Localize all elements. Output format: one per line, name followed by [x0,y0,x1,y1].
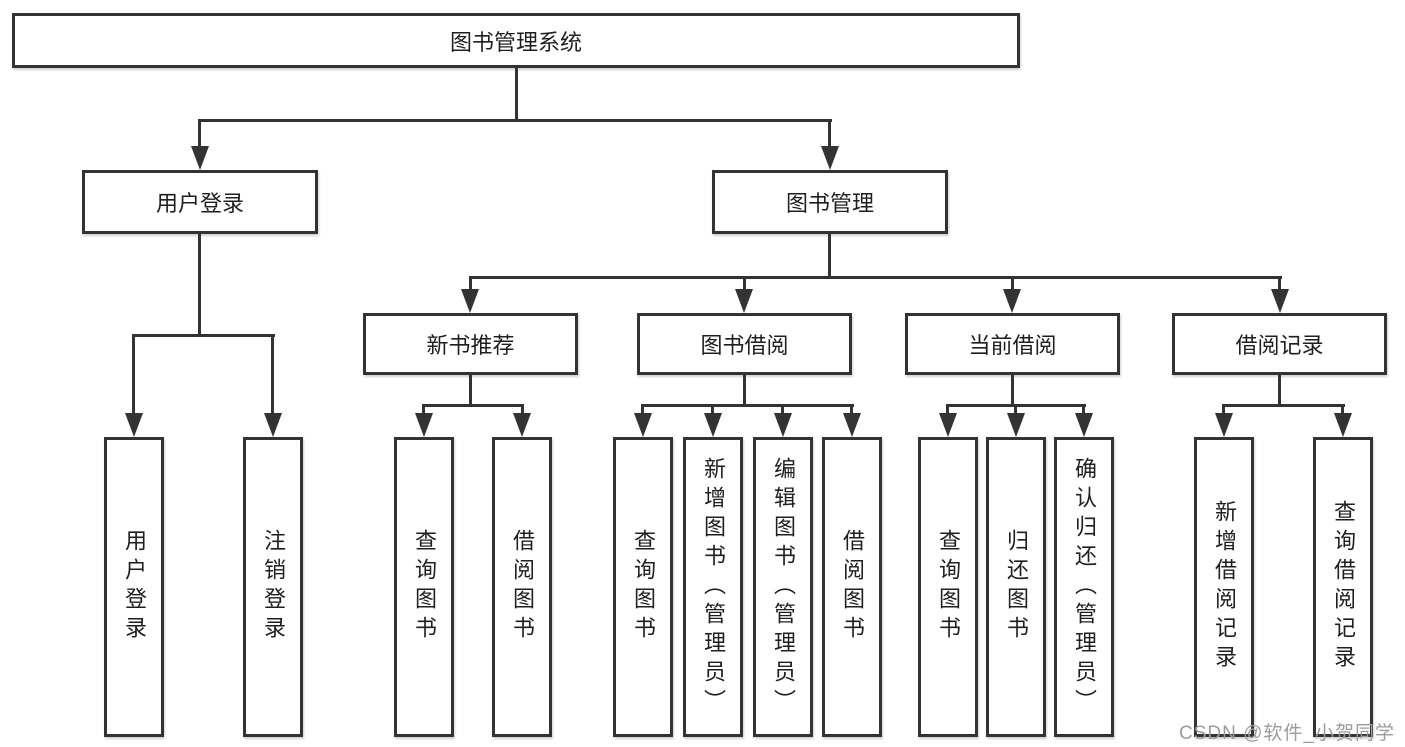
connector-line [1278,276,1281,292]
leaf-edit-book-admin: 编辑图书（管理员） [753,437,813,737]
arrowhead-down-icon [264,413,282,437]
leaf-return-book-label: 归还图书 [1004,529,1029,645]
arrowhead-down-icon [704,413,722,437]
arrowhead-down-icon [821,146,839,170]
leaf-add-borrow-record: 新增借阅记录 [1194,437,1254,737]
node-book-borrow-label: 图书借阅 [700,333,789,358]
node-book-borrow: 图书借阅 [637,313,852,375]
connector-line [641,404,854,407]
connector-line [469,276,472,292]
connector-line [850,404,853,416]
node-new-book-recommend-label: 新书推荐 [426,333,515,358]
connector-line [711,404,714,416]
leaf-borrow-books-recommend-label: 借阅图书 [510,529,535,645]
connector-line [828,119,831,150]
connector-line [641,404,644,416]
leaf-user-login-label: 用户登录 [122,529,147,645]
arrowhead-down-icon [1007,413,1025,437]
arrowhead-down-icon [735,289,753,313]
connector-line [422,404,524,407]
leaf-query-books-current: 查询图书 [918,437,978,737]
arrowhead-down-icon [1003,289,1021,313]
connector-line [828,234,831,279]
arrowhead-down-icon [843,413,861,437]
watermark-text: CSDN @软件_小贺同学 [1179,723,1395,744]
connector-line [271,334,274,416]
leaf-user-login: 用户登录 [104,437,164,737]
connector-line [1341,404,1344,416]
connector-line [946,404,949,416]
node-user-login-label: 用户登录 [155,191,244,216]
arrowhead-down-icon [939,413,957,437]
leaf-add-book-admin: 新增图书（管理员） [683,437,743,737]
node-user-login: 用户登录 [82,170,318,234]
leaf-query-books-recommend-label: 查询图书 [412,529,437,645]
connector-line [1278,375,1281,406]
arrowhead-down-icon [1334,413,1352,437]
leaf-confirm-return-admin-label: 确认归还（管理员） [1072,456,1097,718]
connector-line [743,276,746,292]
arrowhead-down-icon [1271,289,1289,313]
leaf-return-book: 归还图书 [986,437,1046,737]
connector-line [132,334,135,416]
leaf-query-books-recommend: 查询图书 [394,437,454,737]
node-root-label: 图书管理系统 [449,29,582,55]
leaf-query-books-borrow-label: 查询图书 [631,529,656,645]
leaf-borrow-book: 借阅图书 [822,437,882,737]
leaf-query-borrow-record-label: 查询借阅记录 [1331,500,1356,674]
arrowhead-down-icon [513,413,531,437]
node-book-management-label: 图书管理 [785,191,874,216]
connector-line [743,375,746,406]
connector-line [1014,404,1017,416]
leaf-edit-book-admin-label: 编辑图书（管理员） [771,456,796,718]
connector-line [1222,404,1345,407]
node-current-borrow: 当前借阅 [905,313,1120,375]
connector-line [132,334,275,337]
arrowhead-down-icon [461,289,479,313]
leaf-logout: 注销登录 [243,437,303,737]
leaf-borrow-book-label: 借阅图书 [840,529,865,645]
node-current-borrow-label: 当前借阅 [968,333,1057,358]
connector-line [1011,276,1014,292]
arrowhead-down-icon [774,413,792,437]
connector-line [1222,404,1225,416]
leaf-add-borrow-record-label: 新增借阅记录 [1212,500,1237,674]
arrowhead-down-icon [125,413,143,437]
node-borrow-records: 借阅记录 [1172,313,1387,375]
leaf-query-books-borrow: 查询图书 [613,437,673,737]
leaf-query-borrow-record: 查询借阅记录 [1313,437,1373,737]
connector-line [198,234,201,336]
connector-line [1011,375,1014,406]
arrowhead-down-icon [634,413,652,437]
connector-line [521,404,524,416]
connector-line [422,404,425,416]
connector-line [198,119,201,150]
node-root-system: 图书管理系统 [12,13,1020,68]
leaf-borrow-books-recommend: 借阅图书 [492,437,552,737]
connector-line [469,375,472,406]
node-new-book-recommend: 新书推荐 [363,313,578,375]
node-borrow-records-label: 借阅记录 [1235,333,1324,358]
connector-line [1082,404,1085,416]
connector-line [469,276,1282,279]
leaf-query-books-current-label: 查询图书 [936,529,961,645]
leaf-confirm-return-admin: 确认归还（管理员） [1054,437,1114,737]
arrowhead-down-icon [415,413,433,437]
leaf-logout-label: 注销登录 [261,529,286,645]
arrowhead-down-icon [1215,413,1233,437]
leaf-add-book-admin-label: 新增图书（管理员） [701,456,726,718]
connector-line [781,404,784,416]
connector-line [198,119,832,122]
connector-line [515,68,518,121]
arrowhead-down-icon [191,146,209,170]
node-book-management: 图书管理 [712,170,948,234]
arrowhead-down-icon [1075,413,1093,437]
